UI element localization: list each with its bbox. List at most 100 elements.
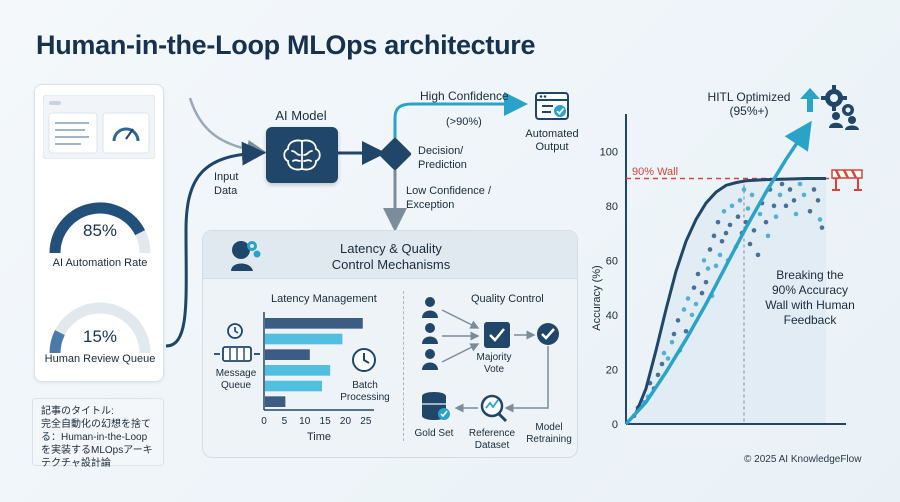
review-queue-label: Human Review Queue [44, 353, 156, 365]
latency-bar [265, 349, 310, 360]
latency-x-label: Time [307, 431, 331, 443]
input-data-label: Input Data [214, 171, 239, 197]
automation-rate-label: AI Automation Rate [52, 257, 148, 269]
barrier-icon [831, 169, 863, 191]
copyright: © 2025 AI KnowledgeFlow [744, 454, 862, 465]
feedback-point [729, 203, 735, 209]
feedback-point [713, 263, 719, 269]
accuracy-tick-label: 80 [606, 201, 618, 213]
latency-tick-label: 10 [299, 416, 311, 427]
latency-tick-label: 0 [261, 416, 267, 427]
feedback-point [715, 219, 721, 225]
latency-title: Latency Management [271, 293, 377, 305]
feedback-point [757, 211, 763, 217]
feedback-point [815, 198, 821, 203]
high-confidence-label: High Confidence [420, 89, 509, 103]
feedback-point [703, 279, 709, 285]
feedback-point [665, 356, 671, 361]
feedback-point [655, 372, 661, 378]
feedback-point [777, 192, 783, 198]
automation-rate-value: 85% [82, 221, 118, 240]
feedback-point [723, 230, 729, 236]
decision-diamond [378, 137, 412, 171]
ai-model-label: AI Model [275, 108, 327, 123]
hitl-arrow-icon [800, 88, 820, 112]
feedback-point [755, 252, 761, 258]
feedback-point [817, 217, 823, 222]
mini-dashboard [42, 94, 156, 160]
feedback-point [735, 214, 741, 220]
message-queue-label: Message Queue [215, 368, 257, 391]
feedback-point [727, 222, 733, 228]
latency-bar [265, 380, 323, 392]
feedback-point [691, 285, 697, 290]
feedback-point [807, 208, 813, 214]
feedback-point [771, 203, 777, 209]
feedback-point [737, 198, 743, 203]
human-gear-icon [231, 241, 261, 271]
latency-bar [265, 396, 286, 407]
gold-set-label: Gold Set [414, 428, 454, 439]
feedback-point [693, 301, 699, 307]
feedback-point [741, 187, 747, 192]
mechanisms-title-2: Control Mechanisms [331, 257, 451, 272]
feedback-point [711, 233, 717, 239]
ai-model-box [266, 127, 338, 183]
accuracy-tick-label: 100 [600, 146, 618, 158]
high-confidence-pct: (>90%) [446, 116, 482, 128]
brain-icon [283, 139, 321, 171]
model-retraining-label: Model Retraining [526, 422, 572, 445]
feedback-point [801, 192, 807, 198]
hitl-curve [624, 120, 812, 426]
low-confidence-label: Low Confidence / Exception [406, 185, 491, 211]
page-title: Human-in-the-Loop MLOps architecture [36, 30, 536, 60]
accuracy-tick-label: 40 [606, 310, 618, 322]
feedback-point [765, 233, 771, 239]
feedback-point [717, 252, 723, 258]
mechanisms-panel-header [203, 231, 577, 279]
wall-label: 90% Wall [632, 166, 679, 178]
feedback-point [751, 228, 757, 233]
metrics-card: 85% AI Automation Rate 15% Human Review … [34, 84, 164, 382]
quality-control-diagram [422, 297, 559, 423]
baseline-area [626, 178, 826, 424]
hitl-optimized-label: HITL Optimized (95%+) [707, 90, 791, 118]
latency-bar [265, 318, 363, 329]
article-title-note: 記事のタイトル: 完全自動化の幻想を捨て る：Human-in-the-Loop… [32, 398, 164, 469]
feedback-point [745, 206, 751, 211]
mechanisms-title-1: Latency & Quality [340, 241, 442, 256]
feedback-point [699, 290, 705, 296]
automated-output-label: Automated Output [525, 128, 579, 153]
incoming-curve [188, 97, 267, 160]
latency-tick-label: 20 [340, 416, 352, 427]
feedback-point [783, 203, 789, 209]
reference-dataset-label: Reference Dataset [468, 428, 516, 451]
breaking-wall-label: Breaking the 90% Accuracy Wall with Huma… [765, 268, 855, 327]
review-queue-gauge [49, 302, 151, 354]
accuracy-tick-label: 20 [606, 364, 618, 376]
latency-bar [265, 333, 343, 345]
feedback-point [819, 225, 825, 230]
feedback-point [811, 187, 817, 192]
hitl-gears-icon [821, 85, 859, 130]
feedback-point [773, 214, 779, 220]
feedback-point [661, 350, 667, 356]
accuracy-y-label: Accuracy (%) [591, 265, 603, 330]
feedback-point [763, 219, 769, 225]
accuracy-tick-label: 0 [612, 419, 618, 431]
feedback-point [787, 187, 793, 192]
batch-clock-icon [352, 348, 376, 372]
feedback-point [705, 266, 711, 271]
mechanisms-panel: Latency & Quality Control Mechanisms Lat… [202, 230, 578, 458]
majority-vote-label: Majority Vote [476, 352, 512, 375]
automated-output-icon [535, 92, 569, 120]
feedback-point [669, 339, 675, 345]
feedback-point [689, 312, 695, 318]
message-queue-icon [214, 346, 260, 362]
feedback-point [659, 361, 665, 367]
feedback-point [749, 192, 755, 198]
latency-tick-label: 15 [320, 416, 332, 427]
feedback-point [685, 296, 691, 301]
